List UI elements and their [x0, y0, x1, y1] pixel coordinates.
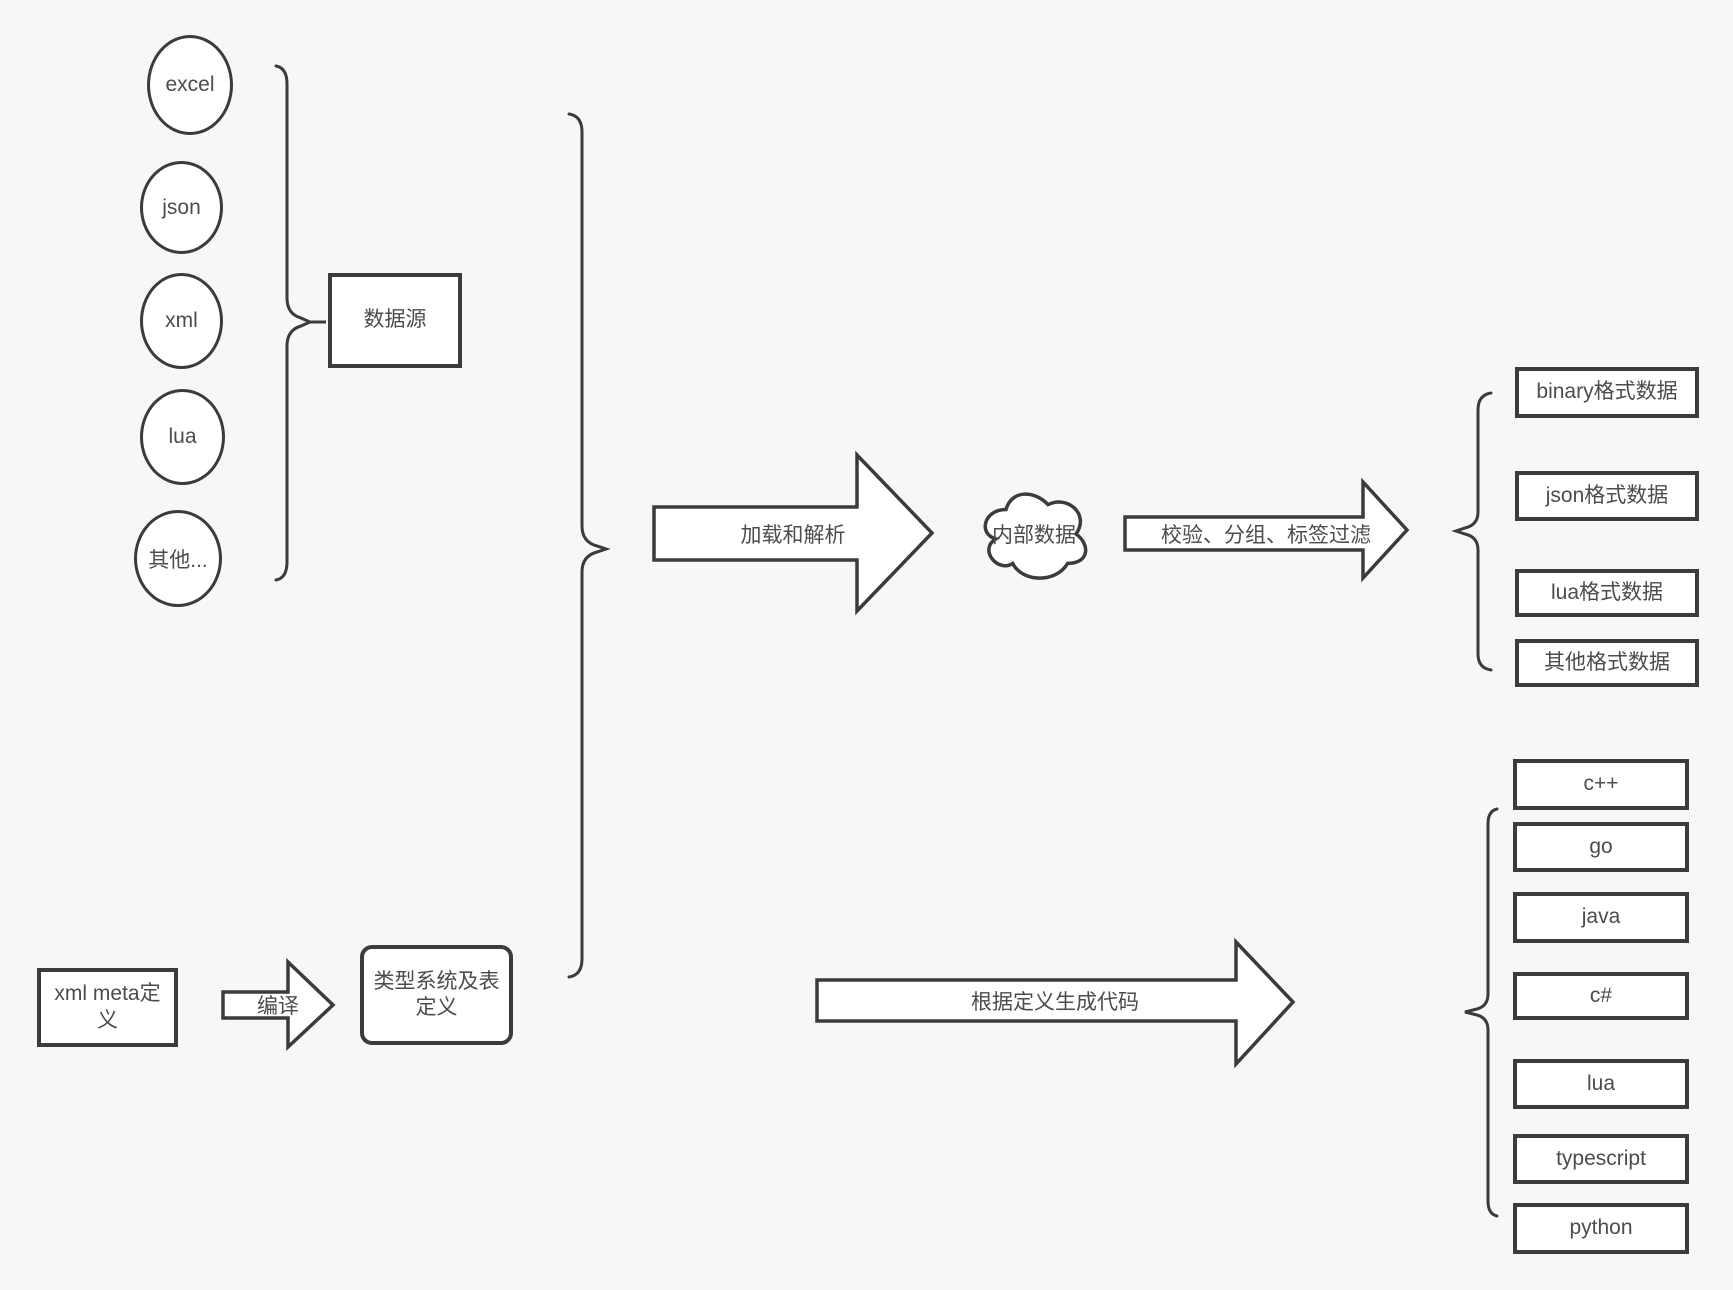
codegen-arrow [815, 937, 1296, 1069]
data-source-group-box: 数据源 [328, 273, 462, 368]
source-ellipse-json: json [140, 161, 223, 254]
source-ellipse-xml: xml [140, 273, 223, 369]
data-source-group-label: 数据源 [363, 308, 427, 332]
language-box-typescript: typescript [1513, 1134, 1689, 1184]
language-box-label: go [1589, 834, 1613, 858]
format-box-label: lua格式数据 [1550, 580, 1664, 604]
format-box-other: 其他格式数据 [1515, 639, 1699, 687]
language-box-csharp: c# [1513, 972, 1689, 1020]
format-box-json: json格式数据 [1515, 471, 1699, 521]
format-box-label: json格式数据 [1545, 483, 1669, 507]
format-box-lua: lua格式数据 [1515, 569, 1699, 617]
format-box-label: 其他格式数据 [1544, 650, 1670, 674]
language-box-label: java [1581, 905, 1621, 929]
format-box-binary: binary格式数据 [1515, 367, 1699, 418]
load-parse-arrow [652, 450, 935, 616]
source-ellipse-excel: excel [147, 35, 233, 135]
source-ellipse-lua: lua [140, 389, 225, 485]
language-box-cpp: c++ [1513, 759, 1689, 810]
type-system-box: 类型系统及表定义 [360, 945, 513, 1045]
xml-meta-box: xml meta定义 [37, 968, 178, 1047]
internal-data-cloud [983, 492, 1088, 580]
source-ellipse-label: 其他... [148, 548, 208, 572]
filter-arrow [1123, 477, 1410, 583]
xml-meta-box-label: xml meta定义 [54, 982, 161, 1032]
language-box-label: python [1569, 1216, 1633, 1240]
source-ellipse-label: xml [165, 309, 198, 332]
language-box-java: java [1513, 892, 1689, 943]
language-box-python: python [1513, 1203, 1689, 1254]
compile-arrow [221, 957, 336, 1052]
language-box-label: lua [1586, 1071, 1616, 1095]
source-ellipse-label: excel [165, 73, 215, 96]
source-ellipse-other: 其他... [134, 510, 222, 607]
language-box-label: typescript [1556, 1146, 1646, 1170]
language-box-lua: lua [1513, 1059, 1689, 1109]
language-box-go: go [1513, 822, 1689, 872]
language-box-label: c++ [1583, 772, 1619, 796]
type-system-box-label: 类型系统及表定义 [373, 969, 500, 1019]
source-ellipse-label: lua [168, 425, 197, 448]
source-ellipse-label: json [162, 195, 201, 219]
left-group-brace [567, 112, 611, 979]
format-box-label: binary格式数据 [1536, 380, 1678, 404]
data-sources-brace [274, 64, 314, 582]
language-box-label: c# [1589, 983, 1613, 1007]
languages-brace [1464, 807, 1499, 1218]
output-formats-brace [1451, 391, 1493, 672]
